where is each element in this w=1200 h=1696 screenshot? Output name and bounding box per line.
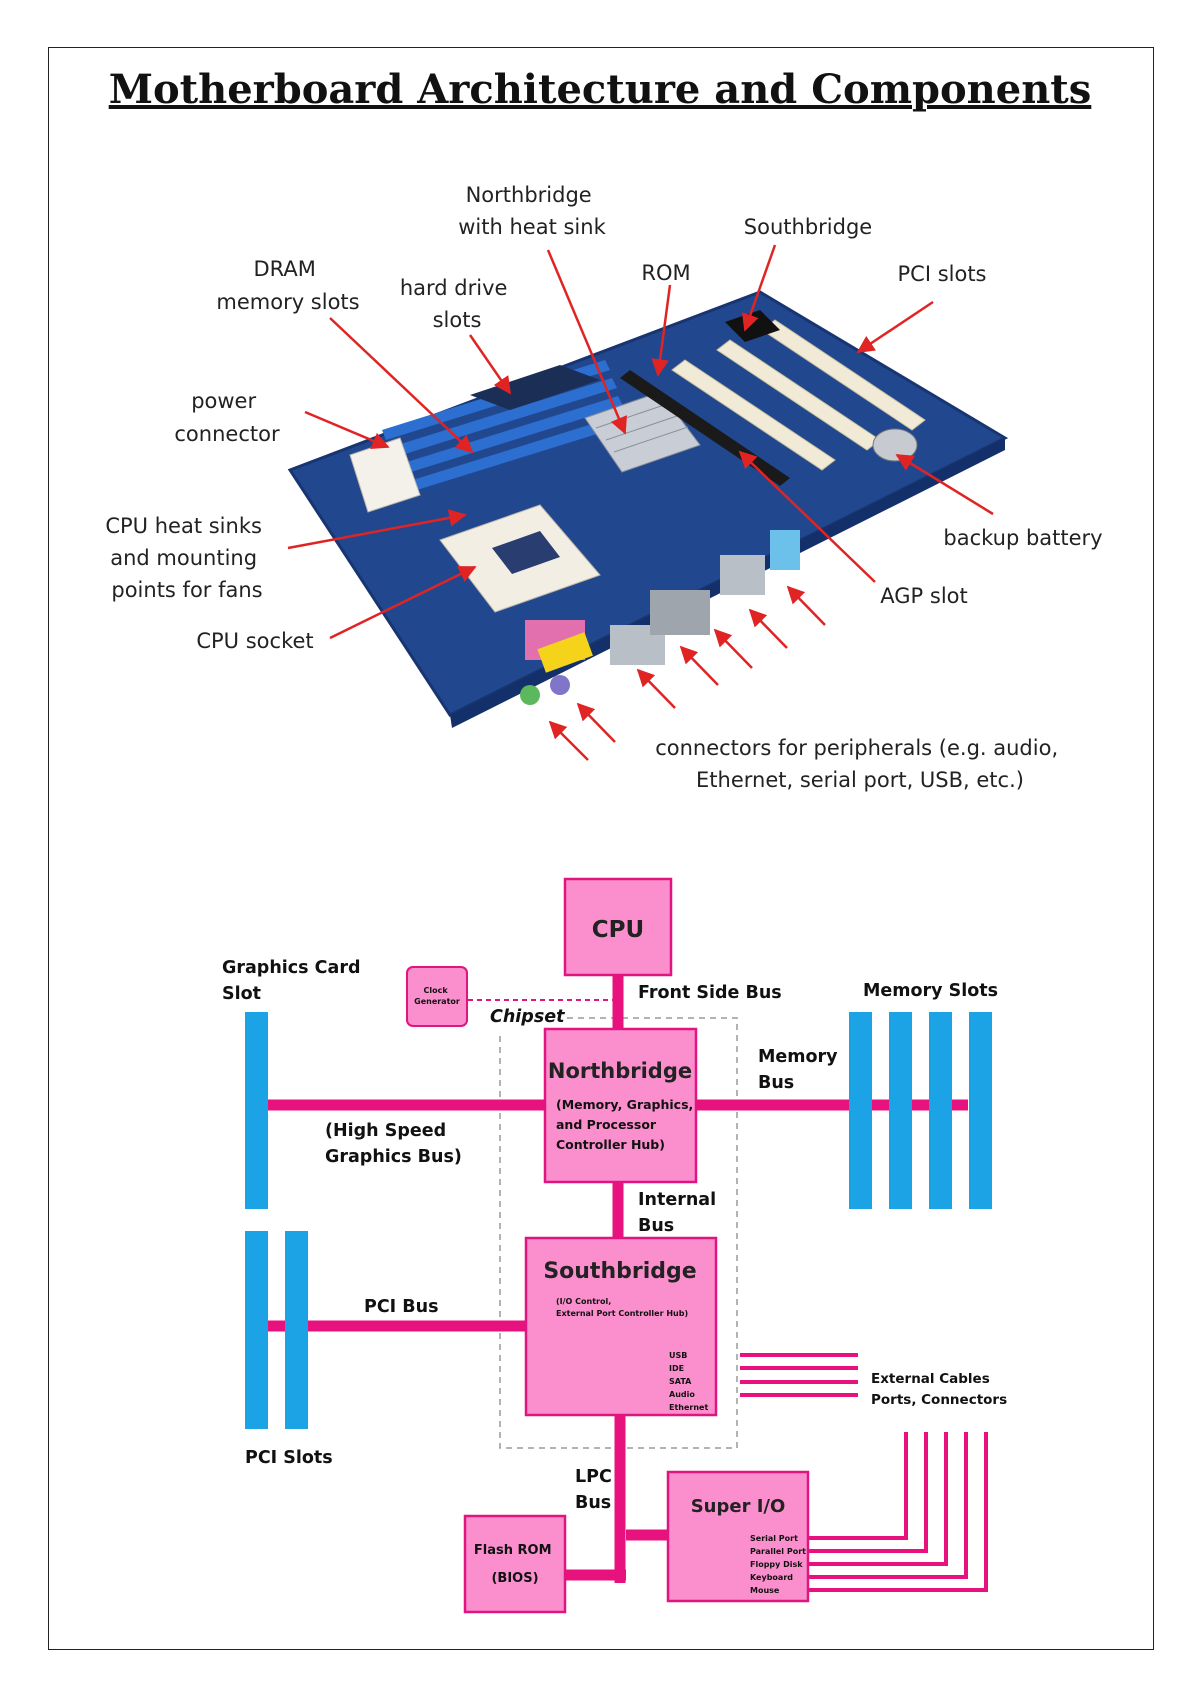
pci-bus-label: PCI Bus xyxy=(364,1297,439,1317)
label-connectors: connectors for peripherals (e.g. audio, … xyxy=(655,736,1065,792)
external-cables-label: External Cables Ports, Connectors xyxy=(871,1371,1007,1408)
graphics-card-slot-label: Graphics Card Slot xyxy=(222,958,367,1004)
high-speed-bus-label: (High Speed Graphics Bus) xyxy=(325,1121,462,1167)
pci-slot-group xyxy=(671,319,926,471)
flash-rom-label: Flash ROM (BIOS) xyxy=(474,1543,556,1586)
flash-rom-box xyxy=(463,1514,567,1614)
label-northbridge: Northbridge with heat sink xyxy=(458,183,606,239)
internal-bus-label: Internal Bus xyxy=(638,1190,722,1236)
memory-slot-group xyxy=(849,1012,992,1209)
label-rom: ROM xyxy=(641,261,690,285)
cpu-box xyxy=(563,877,673,977)
page-frame xyxy=(48,47,1154,1650)
label-hard-drive: hard drive slots xyxy=(400,276,514,332)
rear-connectors xyxy=(520,530,800,705)
northbridge-subtitle: (Memory, Graphics, and Processor Control… xyxy=(556,1097,698,1152)
page-title: Motherboard Architecture and Components xyxy=(108,66,1092,113)
photo-labels: Northbridge with heat sink Southbridge D… xyxy=(105,183,1102,792)
super-io-box xyxy=(666,1470,810,1603)
label-backup-battery: backup battery xyxy=(943,526,1102,550)
clock-generator-box xyxy=(406,966,468,1027)
block-diagram: CPU Clock Generator Northbridge (Memory,… xyxy=(222,877,1007,1614)
chipset-outline xyxy=(499,1017,738,1449)
backup-battery-cell xyxy=(872,428,918,462)
pci-slots-label: PCI Slots xyxy=(245,1448,333,1468)
label-power-connector: power connector xyxy=(174,389,280,446)
memory-bus-label: Memory Bus xyxy=(758,1047,844,1093)
label-southbridge: Southbridge xyxy=(744,215,872,239)
label-cpu-heat-sinks: CPU heat sinks and mounting points for f… xyxy=(105,514,268,602)
northbridge-box xyxy=(543,1027,698,1184)
lpc-bus-label: LPC Bus xyxy=(575,1467,618,1513)
memory-slots-label: Memory Slots xyxy=(863,981,998,1001)
chipset-label: Chipset xyxy=(490,1007,565,1027)
label-cpu-socket: CPU socket xyxy=(196,629,313,653)
motherboard-illustration xyxy=(287,290,1009,728)
label-agp-slot: AGP slot xyxy=(880,584,967,608)
graphics-card-slot xyxy=(245,1012,268,1209)
southbridge-ports: USB IDE SATA Audio Ethernet xyxy=(669,1351,708,1412)
label-dram: DRAM memory slots xyxy=(216,257,359,314)
hard-drive-connectors xyxy=(470,365,600,410)
southbridge-subtitle: (I/O Control, External Port Controller H… xyxy=(556,1297,688,1318)
super-io-ports: Serial Port Parallel Port Floppy Disk Ke… xyxy=(750,1534,809,1595)
super-io-title: Super I/O xyxy=(691,1496,786,1517)
cpu-label: CPU xyxy=(592,917,644,943)
southbridge-box xyxy=(524,1236,718,1417)
clock-generator-label: Clock Generator xyxy=(414,986,460,1006)
northbridge-title: Northbridge xyxy=(548,1059,692,1083)
photo-arrows xyxy=(287,244,994,761)
southbridge-title: Southbridge xyxy=(543,1259,696,1284)
label-pci-slots: PCI slots xyxy=(898,262,987,286)
pci-slot-bars xyxy=(245,1231,308,1429)
front-side-bus-label: Front Side Bus xyxy=(638,983,782,1003)
